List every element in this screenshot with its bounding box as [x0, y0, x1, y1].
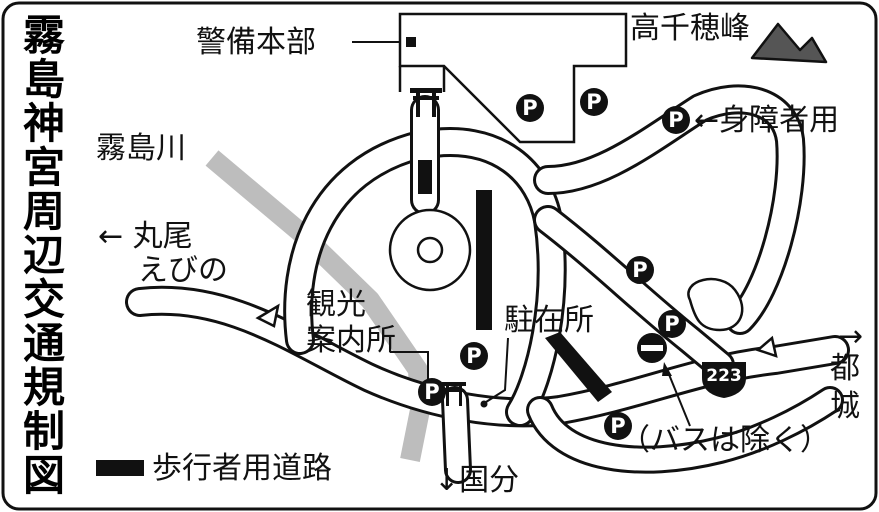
parking-icon: P — [418, 378, 446, 406]
route-number: 223 — [706, 366, 742, 386]
parking-icon: P — [626, 256, 654, 284]
mountain-label: 高千穂峰 — [630, 11, 750, 46]
parking-icon: P — [658, 310, 686, 338]
except-bus-label: （バスは除く） — [620, 423, 830, 458]
to-maruo-label: ← 丸尾 — [98, 219, 193, 254]
shrine-compound — [398, 12, 628, 144]
pedestrian-road-diagonal — [545, 332, 612, 402]
road-network — [125, 84, 850, 484]
parking-icon: P — [580, 88, 608, 116]
parking-icon: P — [460, 342, 488, 370]
loop-island — [687, 277, 744, 332]
legend-swatch — [96, 460, 144, 476]
route-shield-icon — [702, 362, 746, 398]
torii-icon — [442, 382, 466, 406]
police-box-dot-icon — [480, 400, 488, 408]
security-hq-marker — [406, 37, 416, 47]
mountain-icon — [750, 22, 828, 64]
island-triangle-east — [755, 335, 778, 358]
pedestrian-road-north — [418, 160, 432, 194]
pedestrian-road-center — [476, 190, 492, 330]
river-label: 霧島川 — [96, 131, 186, 166]
miyakonojo-label-2: 城 — [830, 389, 860, 424]
no-entry-icon — [637, 333, 667, 363]
tourist-info-label-2: 案内所 — [306, 323, 396, 358]
parking-icon: P — [516, 94, 544, 122]
map-title: 霧島神宮周辺交通規制図 — [22, 11, 65, 500]
police-box-label: 駐在所 — [504, 303, 594, 338]
accessible-parking-label: ←身障者用 — [694, 103, 840, 138]
torii-icon — [410, 88, 442, 117]
to-kokubu-label: ↓国分 — [434, 463, 520, 498]
tourist-info-label-1: 観光 — [306, 287, 366, 322]
to-miyakonojo-arrow: → — [838, 319, 864, 354]
roundabout-center — [416, 236, 444, 264]
ebino-label: えびの — [138, 253, 228, 288]
parking-icon: P — [662, 106, 690, 134]
kirishima-river — [205, 150, 430, 462]
miyakonojo-label-1: 都 — [830, 351, 860, 386]
security-hq-label: 警備本部 — [196, 25, 316, 60]
legend-label: 歩行者用道路 — [152, 451, 332, 486]
parking-icon: P — [604, 412, 632, 440]
island-triangle-west — [255, 303, 280, 328]
